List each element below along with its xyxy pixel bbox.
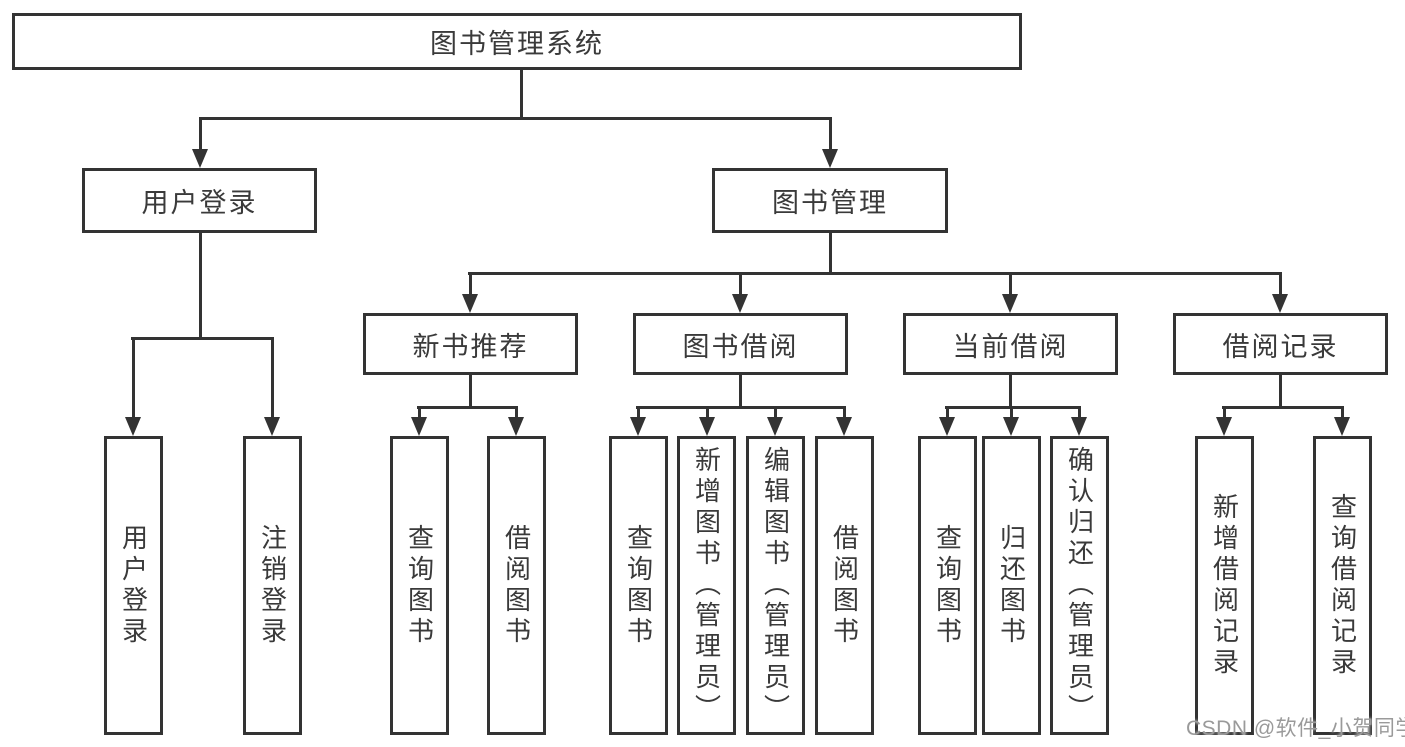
node-book-management-label: 图书管理 — [772, 188, 888, 218]
connector-drop-line — [1078, 406, 1081, 419]
node-leaf-query-books-3-label: 查询图书 — [932, 523, 963, 648]
connector-drop-line — [1341, 406, 1344, 419]
connector-arrowhead-icon — [836, 417, 852, 436]
node-current-borrowing-label: 当前借阅 — [952, 331, 1069, 362]
node-leaf-add-books-admin: 新增图书（管理员） — [677, 436, 736, 735]
node-leaf-add-borrow-record: 新增借阅记录 — [1195, 436, 1254, 735]
connector-drop-line — [843, 406, 846, 419]
node-leaf-return-books-label: 归还图书 — [996, 523, 1027, 648]
connector-drop-line — [739, 272, 742, 296]
connector-drop-line — [418, 406, 421, 419]
connector-drop-line — [199, 117, 202, 151]
connector-stem — [520, 70, 523, 120]
node-user-login-label: 用户登录 — [141, 188, 258, 218]
node-leaf-borrow-books-1: 借阅图书 — [487, 436, 546, 735]
connector-drop-line — [637, 406, 640, 419]
connector-stem — [1009, 375, 1012, 409]
connector-stem — [829, 233, 832, 275]
connector-hline — [199, 117, 832, 120]
node-leaf-confirm-return-admin-label: 确认归还（管理员） — [1064, 446, 1095, 725]
connector-drop-line — [946, 406, 949, 419]
node-borrowing-records-label: 借阅记录 — [1222, 331, 1339, 362]
connector-drop-line — [829, 117, 832, 151]
node-leaf-query-books-3: 查询图书 — [918, 436, 977, 735]
connector-stem — [469, 375, 472, 409]
node-new-book-recommend: 新书推荐 — [363, 313, 578, 375]
node-book-management: 图书管理 — [712, 168, 948, 233]
csdn-watermark: CSDN @软件_小贺同学 — [1186, 717, 1405, 740]
connector-arrowhead-icon — [822, 149, 838, 168]
connector-arrowhead-icon — [767, 417, 783, 436]
connector-hline — [636, 406, 846, 409]
node-leaf-query-borrow-record-label: 查询借阅记录 — [1327, 492, 1358, 679]
connector-arrowhead-icon — [630, 417, 646, 436]
node-leaf-add-books-admin-label: 新增图书（管理员） — [691, 446, 722, 725]
node-book-borrowing: 图书借阅 — [633, 313, 848, 375]
connector-hline — [131, 337, 274, 340]
node-book-borrowing-label: 图书借阅 — [682, 331, 799, 362]
connector-drop-line — [1279, 272, 1282, 296]
node-leaf-query-borrow-record: 查询借阅记录 — [1313, 436, 1372, 735]
node-leaf-confirm-return-admin: 确认归还（管理员） — [1050, 436, 1109, 735]
connector-drop-line — [515, 406, 518, 419]
connector-hline — [468, 272, 1282, 275]
connector-arrowhead-icon — [1334, 417, 1350, 436]
connector-drop-line — [1009, 272, 1012, 296]
connector-drop-line — [706, 406, 709, 419]
node-library-management-system: 图书管理系统 — [12, 13, 1022, 70]
connector-drop-line — [1223, 406, 1226, 419]
node-leaf-logout: 注销登录 — [243, 436, 302, 735]
node-leaf-query-books-1: 查询图书 — [390, 436, 449, 735]
connector-drop-line — [271, 337, 274, 419]
connector-arrowhead-icon — [939, 417, 955, 436]
node-leaf-edit-books-admin: 编辑图书（管理员） — [746, 436, 805, 735]
connector-arrowhead-icon — [732, 294, 748, 313]
connector-arrowhead-icon — [699, 417, 715, 436]
node-library-management-system-label: 图书管理系统 — [430, 29, 604, 59]
connector-arrowhead-icon — [1002, 294, 1018, 313]
connector-drop-line — [774, 406, 777, 419]
node-new-book-recommend-label: 新书推荐 — [412, 331, 529, 362]
connector-stem — [199, 233, 202, 340]
node-user-login: 用户登录 — [82, 168, 317, 233]
connector-arrowhead-icon — [264, 417, 280, 436]
node-leaf-add-borrow-record-label: 新增借阅记录 — [1209, 492, 1240, 679]
node-leaf-query-books-1-label: 查询图书 — [404, 523, 435, 648]
node-leaf-borrow-books-1-label: 借阅图书 — [501, 523, 532, 648]
connector-arrowhead-icon — [462, 294, 478, 313]
node-leaf-query-books-2-label: 查询图书 — [623, 523, 654, 648]
connector-arrowhead-icon — [125, 417, 141, 436]
connector-hline — [945, 406, 1081, 409]
connector-drop-line — [132, 337, 135, 419]
connector-arrowhead-icon — [1216, 417, 1232, 436]
connector-drop-line — [1010, 406, 1013, 419]
connector-arrowhead-icon — [1003, 417, 1019, 436]
node-leaf-borrow-books-2-label: 借阅图书 — [829, 523, 860, 648]
connector-stem — [1279, 375, 1282, 409]
connector-arrowhead-icon — [1272, 294, 1288, 313]
connector-drop-line — [469, 272, 472, 296]
connector-arrowhead-icon — [508, 417, 524, 436]
node-leaf-query-books-2: 查询图书 — [609, 436, 668, 735]
connector-arrowhead-icon — [192, 149, 208, 168]
connector-arrowhead-icon — [1071, 417, 1087, 436]
node-leaf-borrow-books-2: 借阅图书 — [815, 436, 874, 735]
connector-stem — [739, 375, 742, 409]
node-leaf-user-login-label: 用户登录 — [118, 523, 149, 648]
node-current-borrowing: 当前借阅 — [903, 313, 1118, 375]
node-leaf-edit-books-admin-label: 编辑图书（管理员） — [760, 446, 791, 725]
connector-arrowhead-icon — [411, 417, 427, 436]
connector-hline — [1222, 406, 1344, 409]
node-leaf-return-books: 归还图书 — [982, 436, 1041, 735]
connector-hline — [417, 406, 518, 409]
node-borrowing-records: 借阅记录 — [1173, 313, 1388, 375]
node-leaf-user-login: 用户登录 — [104, 436, 163, 735]
node-leaf-logout-label: 注销登录 — [257, 523, 288, 648]
